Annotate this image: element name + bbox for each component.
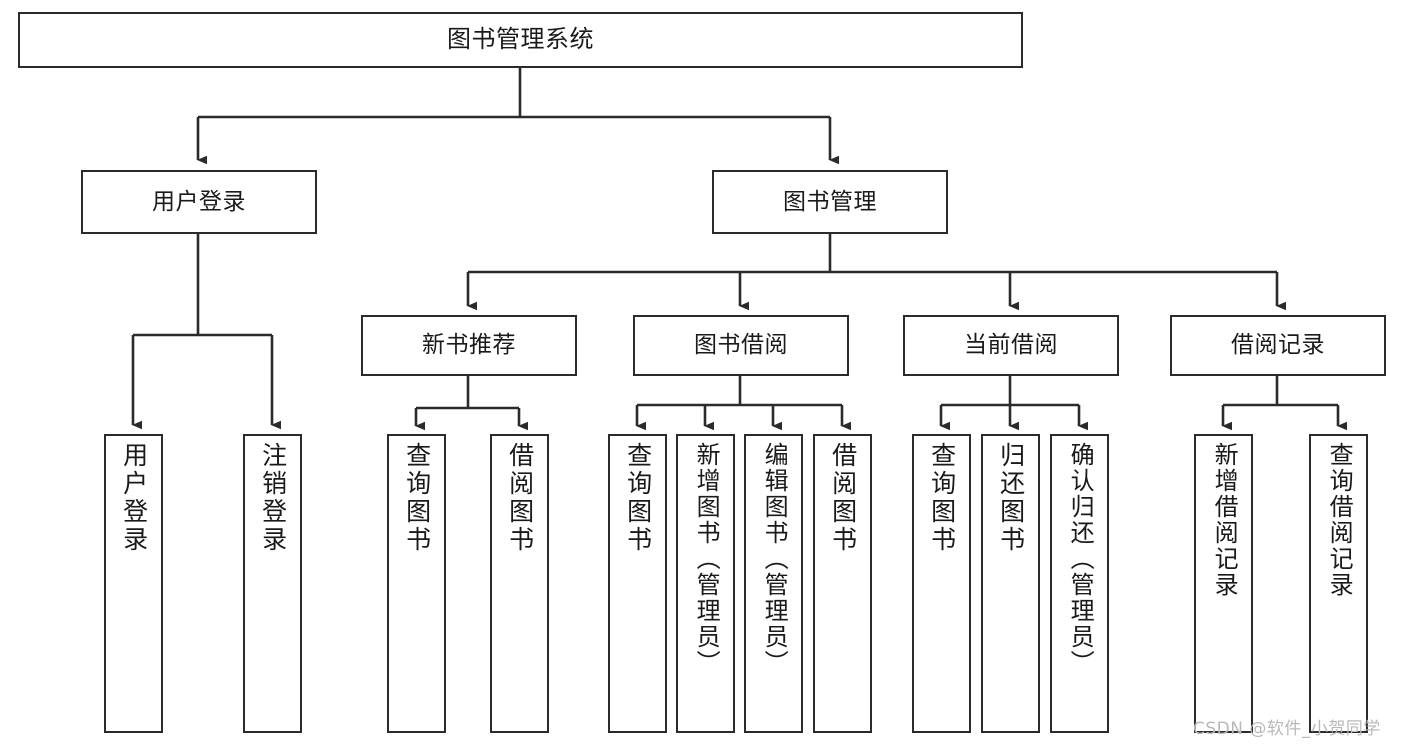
node-label: 借阅图书 xyxy=(505,442,535,554)
node-label: 归还图书 xyxy=(996,442,1026,554)
node-book-borrow[interactable]: 图书借阅 xyxy=(633,315,849,376)
node-label: 注销登录 xyxy=(258,442,288,554)
node-label: 查询图书 xyxy=(927,442,957,554)
node-label: 当前借阅 xyxy=(964,332,1058,359)
leaf-logout[interactable]: 注销登录 xyxy=(243,434,302,733)
node-borrow-record[interactable]: 借阅记录 xyxy=(1170,315,1386,376)
node-label: 图书管理 xyxy=(783,188,877,215)
leaf-edit-book-admin[interactable]: 编辑图书（管理员） xyxy=(744,434,803,733)
node-root-system[interactable]: 图书管理系统 xyxy=(18,12,1023,68)
leaf-add-borrow-record[interactable]: 新增借阅记录 xyxy=(1194,434,1253,733)
leaf-query-borrow-record[interactable]: 查询借阅记录 xyxy=(1309,434,1368,733)
leaf-query-book-1[interactable]: 查询图书 xyxy=(387,434,446,733)
node-label: 编辑图书（管理员） xyxy=(760,442,789,676)
node-label: 用户登录 xyxy=(152,188,246,215)
node-label: 新增借阅记录 xyxy=(1210,442,1239,598)
leaf-borrow-book-2[interactable]: 借阅图书 xyxy=(813,434,872,733)
node-label: 借阅图书 xyxy=(828,442,858,554)
node-current-borrow[interactable]: 当前借阅 xyxy=(903,315,1119,376)
csdn-watermark: CSDN @软件_小贺同学 xyxy=(1193,719,1381,739)
leaf-query-book-2[interactable]: 查询图书 xyxy=(608,434,667,733)
node-book-manage[interactable]: 图书管理 xyxy=(712,170,948,234)
node-label: 图书管理系统 xyxy=(447,25,594,54)
node-label: 图书借阅 xyxy=(694,332,788,359)
leaf-add-book-admin[interactable]: 新增图书（管理员） xyxy=(676,434,735,733)
leaf-borrow-book-1[interactable]: 借阅图书 xyxy=(490,434,549,733)
node-label: 用户登录 xyxy=(119,442,149,554)
node-user-login[interactable]: 用户登录 xyxy=(81,170,317,234)
node-new-book-recommendation[interactable]: 新书推荐 xyxy=(361,315,577,376)
leaf-query-book-3[interactable]: 查询图书 xyxy=(912,434,971,733)
leaf-confirm-return-admin[interactable]: 确认归还（管理员） xyxy=(1050,434,1109,733)
node-label: 借阅记录 xyxy=(1231,332,1325,359)
leaf-return-book[interactable]: 归还图书 xyxy=(981,434,1040,733)
node-label: 新书推荐 xyxy=(422,332,516,359)
node-label: 新增图书（管理员） xyxy=(692,442,721,676)
node-label: 查询图书 xyxy=(623,442,653,554)
node-label: 确认归还（管理员） xyxy=(1066,442,1095,676)
leaf-user-login[interactable]: 用户登录 xyxy=(104,434,163,733)
node-label: 查询图书 xyxy=(402,442,432,554)
node-label: 查询借阅记录 xyxy=(1325,442,1354,598)
